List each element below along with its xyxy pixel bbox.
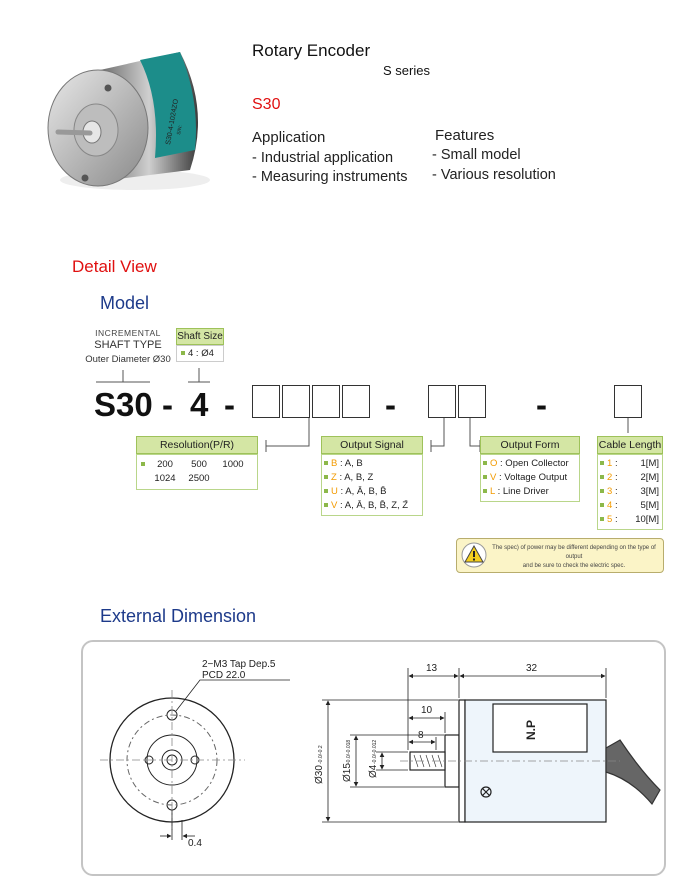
shaft-size-box: Shaft Size 4 : Ø4 [176,328,224,362]
cable-length-colon: : [614,486,618,497]
warning-triangle-icon [461,542,487,568]
feature-item: - Small model [432,147,521,163]
model-dash: - [536,386,547,423]
cable-length-key: 2 [607,472,613,483]
cable-length-key: 4 [607,500,613,511]
application-heading: Application [252,129,326,146]
shaft-type-label: SHAFT TYPE [94,339,162,351]
resolution-slot [342,385,370,418]
model-dash: - [224,386,235,423]
output-signal-title: Output Signal [321,436,423,454]
dimension-drawing: 2−M3 Tap Dep.5 PCD 22.0 0.4 N.P 13 32 10… [100,659,661,849]
cable-length-colon: : [614,458,618,469]
output-form-desc: : Open Collector [500,458,569,469]
output-form-box: Output Form O : Open Collector V : Volta… [480,436,580,502]
model-dash: - [385,386,396,423]
resolution-value: 500 [191,459,207,470]
resolution-slot [252,385,280,418]
output-form-key: V [490,472,497,483]
tap-note: 2−M3 Tap Dep.5 [202,659,276,670]
output-form-desc: : Line Driver [497,486,549,497]
model-name: S30 [252,96,281,113]
output-form-title: Output Form [480,436,580,454]
cable-length-value: 5[M] [640,500,659,511]
product-series: S series [383,63,430,78]
resolution-value: 2500 [188,473,210,484]
cable-length-key: 5 [607,514,613,525]
model-dash: - [162,386,173,423]
resolution-value: 200 [157,459,173,470]
output-form-key: O [490,458,498,469]
nameplate-label: N.P [524,720,538,740]
application-item: - Measuring instruments [252,169,408,185]
features-heading: Features [435,127,495,144]
cable-length-box: Cable Length 1 : 1[M] 2 : 2[M] 3 : 3[M] 4 :… [597,436,663,530]
output-signal-desc: : A, B, Z [339,472,374,483]
output-signal-key: V [331,500,338,511]
shaft-size-value: 4 : Ø4 [188,348,214,359]
product-label-sub: S/N: [176,125,184,136]
cable-length-slot [614,385,642,418]
cable-length-colon: : [614,500,618,511]
output-signal-key: U [331,486,338,497]
output-form-desc: : Voltage Output [498,472,568,483]
detail-view-heading: Detail View [72,257,157,276]
pcd-note: PCD 22.0 [202,670,246,681]
output-signal-key: B [331,458,338,469]
cable-length-value: 1[M] [640,458,659,469]
model-prefix: S30 [94,386,153,423]
warning-line-1: The spec) of power may be different depe… [492,545,656,560]
incremental-label: INCREMENTAL [95,328,161,338]
warning-line-2: and be sure to check the electric spec. [522,563,626,569]
cable-length-key: 1 [607,458,613,469]
resolution-value: 1000 [222,459,244,470]
output-signal-desc: : A, Ā, B, B̄, Z, Z̄ [339,500,409,511]
cable-length-value: 2[M] [640,472,659,483]
cable-length-value: 3[M] [640,486,659,497]
resolution-value: 1024 [154,473,176,484]
outer-diameter-label: Outer Diameter Ø30 [85,354,171,365]
model-shaft: 4 [190,386,209,423]
shaft-size-title: Shaft Size [176,328,224,345]
dim-32: 32 [526,663,538,674]
cable-length-colon: : [614,472,618,483]
dim-10: 10 [421,705,433,716]
dim-dia4: Ø4 [368,764,379,778]
offset-dimension: 0.4 [188,838,202,849]
dim-dia30: Ø30 [314,765,325,784]
dim-8: 8 [418,730,424,741]
feature-item: - Various resolution [432,167,556,183]
resolution-title: Resolution(P/R) [136,436,258,454]
output-form-key: L [490,486,495,497]
output-signal-desc: : A, B [339,458,363,469]
warning-note: The spec) of power may be different depe… [456,538,664,573]
model-connector-lines [96,368,629,452]
product-title: Rotary Encoder [252,41,371,60]
output-signal-slot [428,385,456,418]
application-item: - Industrial application [252,150,394,166]
product-image: S30-4-1024ZO S/N: [30,40,220,200]
cable-length-title: Cable Length [597,436,663,454]
resolution-box: Resolution(P/R) 200 500 1000 1024 2500 [136,436,258,490]
external-dimension-heading: External Dimension [100,606,257,626]
resolution-slot [282,385,310,418]
output-form-slot [458,385,486,418]
cable-length-key: 3 [607,486,613,497]
dim-dia4-tol: -0.0/-0.012 [372,740,378,764]
output-signal-desc: : A, Ā, B, B̄ [340,486,387,497]
output-signal-key: Z [331,472,337,483]
output-signal-box: Output Signal B : A, B Z : A, B, Z U : A… [321,436,423,516]
model-heading: Model [100,293,150,313]
dim-dia15-tol: -0.0/-0.018 [346,740,352,764]
dim-dia15: Ø15 [342,763,353,782]
dim-13: 13 [426,663,438,674]
resolution-slot [312,385,340,418]
dim-dia30-tol: -0.0/-0.2 [318,745,324,764]
cable-length-colon: : [614,514,618,525]
cable-length-value: 10[M] [635,514,659,525]
